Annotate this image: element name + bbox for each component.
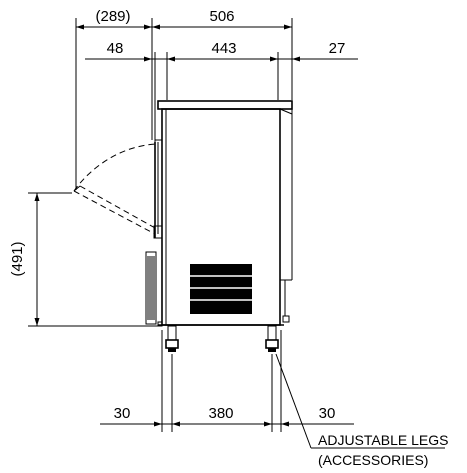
dim-side-height: (491) (9, 192, 160, 327)
machine-body (157, 100, 293, 327)
rear-condenser (145, 251, 157, 325)
leg-right (265, 325, 279, 352)
dim-bottom-mid-label: 380 (208, 405, 233, 422)
callout-line2: (ACCESSORIES) (318, 452, 428, 468)
extension-lines-top (75, 18, 293, 190)
callout-adjustable-legs: ADJUSTABLE LEGS (ACCESSORIES) (275, 353, 448, 468)
dim-top-left-label: 48 (107, 40, 124, 57)
leg-left (165, 325, 179, 352)
dim-side-height-label: (491) (9, 241, 26, 276)
dim-bottom-right-label: 30 (319, 405, 336, 422)
callout-line1: ADJUSTABLE LEGS (318, 432, 448, 448)
door-closed (153, 139, 163, 239)
dim-top-right-label: 27 (329, 40, 346, 57)
extension-lines-bottom (161, 330, 282, 432)
door-open-phantom (73, 143, 158, 235)
dim-door-swing-label: (289) (95, 8, 130, 25)
dim-top-overall: 506 (152, 8, 292, 30)
dim-top-overall-label: 506 (209, 8, 234, 25)
dim-door-swing: (289) (76, 8, 152, 30)
front-louver (190, 264, 252, 314)
dim-top-mid-label: 443 (211, 40, 236, 57)
dim-top-row2: 48 443 27 (85, 40, 358, 62)
dim-bottom-left-label: 30 (114, 405, 131, 422)
dim-bottom-row: 30 380 30 (100, 405, 354, 427)
